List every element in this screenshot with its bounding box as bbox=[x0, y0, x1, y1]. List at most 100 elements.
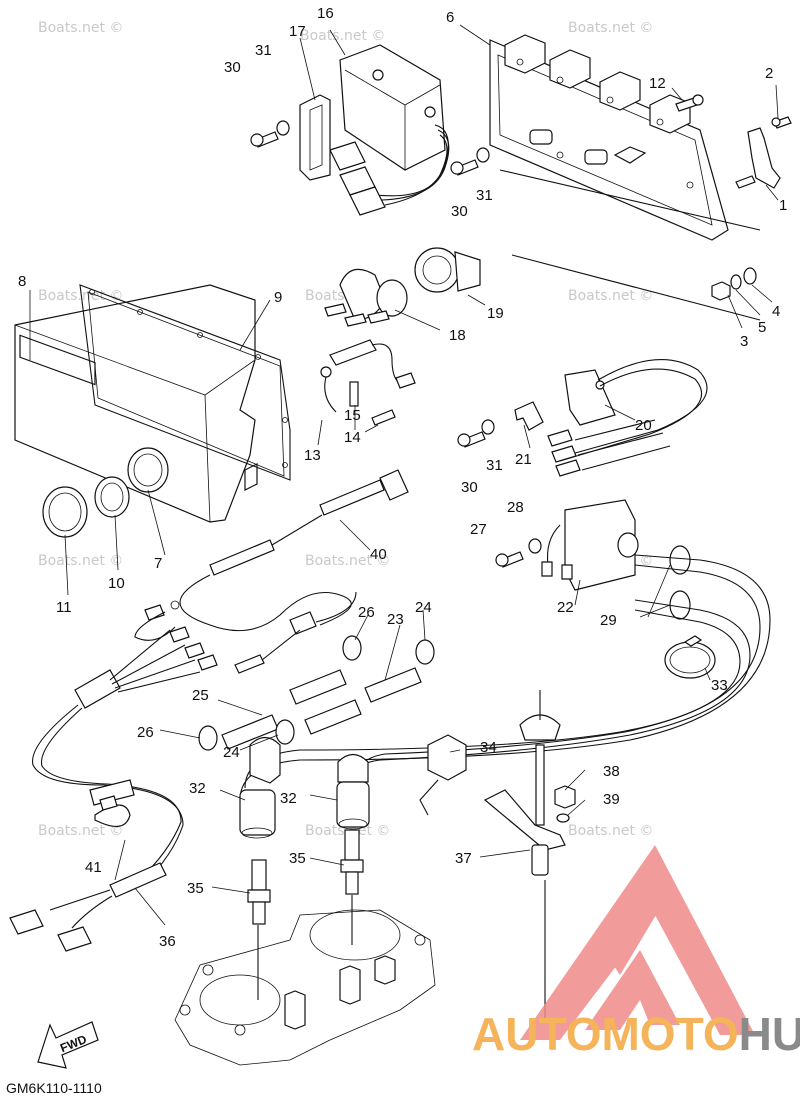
wire-grommet-cable bbox=[234, 591, 357, 674]
ignition-coil-22 bbox=[495, 499, 639, 591]
fuse-13-15 bbox=[320, 339, 416, 413]
callout: 26 bbox=[137, 724, 154, 741]
main-harness bbox=[9, 600, 218, 952]
bolt-30-washer-31-mid bbox=[450, 147, 490, 176]
callout: 8 bbox=[18, 273, 26, 290]
callout: 31 bbox=[486, 457, 503, 474]
callout: 36 bbox=[159, 933, 176, 950]
watermark: Boats.net © bbox=[305, 553, 390, 569]
watermark: Boats.net © bbox=[300, 28, 385, 44]
callout: 30 bbox=[224, 59, 241, 76]
automotohub-logo bbox=[520, 845, 755, 1040]
high-tension-leads bbox=[239, 554, 771, 806]
callout: 10 bbox=[108, 575, 125, 592]
callout: 17 bbox=[289, 23, 306, 40]
callout: 19 bbox=[487, 305, 504, 322]
callout: 12 bbox=[649, 75, 666, 92]
callout: 32 bbox=[280, 790, 297, 807]
grommets-29 bbox=[669, 545, 691, 620]
callout: 35 bbox=[289, 850, 306, 867]
clamp-33 bbox=[664, 635, 716, 679]
gasket-9 bbox=[79, 284, 291, 481]
watermark: Boats.net © bbox=[568, 20, 653, 36]
callout: 33 bbox=[711, 677, 728, 694]
diagram-code: GM6K110-1110 bbox=[6, 1080, 102, 1096]
callout: 4 bbox=[772, 303, 780, 320]
callout: 9 bbox=[274, 289, 282, 306]
hoses-23-25 bbox=[221, 667, 422, 750]
cylinder-head bbox=[174, 895, 436, 1066]
callout: 6 bbox=[446, 9, 454, 26]
screw-38-washer-39 bbox=[554, 785, 576, 823]
callout: 40 bbox=[370, 546, 387, 563]
bracket-21 bbox=[514, 401, 544, 431]
wire-lead-40 bbox=[179, 469, 409, 632]
callout: 21 bbox=[515, 451, 532, 468]
watermark: Boats.net © bbox=[568, 288, 653, 304]
callout: 14 bbox=[344, 429, 361, 446]
callout: 31 bbox=[255, 42, 272, 59]
nut-washers-3-4-5 bbox=[711, 267, 757, 301]
fuse-holder-19 bbox=[414, 247, 481, 293]
callout: 32 bbox=[189, 780, 206, 797]
bolt-30-washer-31-lower bbox=[457, 419, 495, 448]
callout: 13 bbox=[304, 447, 321, 464]
brand-part2: HUB bbox=[739, 1008, 800, 1060]
cap-11-oring-10 bbox=[42, 476, 130, 538]
callout: 11 bbox=[56, 599, 72, 616]
callout: 34 bbox=[480, 739, 497, 756]
spark-plug-35-left bbox=[247, 859, 271, 925]
callout: 25 bbox=[192, 687, 209, 704]
bolt-30-washer-31-top bbox=[250, 120, 290, 148]
rubber-holder-17 bbox=[299, 94, 331, 181]
plug-cap-32-left bbox=[239, 736, 281, 839]
callout: 5 bbox=[758, 319, 766, 336]
automotohub-wordmark: AUTOMOTO HUB bbox=[472, 1008, 800, 1060]
electrical-box-8 bbox=[14, 284, 258, 523]
bracket-20 bbox=[559, 359, 708, 462]
clamp-41 bbox=[94, 795, 131, 827]
callout: 28 bbox=[507, 499, 524, 516]
callout: 2 bbox=[765, 65, 773, 82]
callout: 24 bbox=[223, 744, 240, 761]
electrical-box-cover bbox=[489, 34, 761, 321]
callout: 15 bbox=[344, 407, 361, 424]
cdi-unit-16 bbox=[329, 44, 450, 216]
temp-sensor-bracket-37 bbox=[483, 690, 566, 1020]
callout: 20 bbox=[635, 417, 652, 434]
callout: 35 bbox=[187, 880, 204, 897]
watermark: Boats.net © bbox=[38, 553, 123, 569]
watermark: Boats.net © bbox=[38, 288, 123, 304]
callout: 31 bbox=[476, 187, 493, 204]
bracket-1 bbox=[735, 116, 792, 189]
callout: 27 bbox=[470, 521, 487, 538]
callout: 30 bbox=[451, 203, 468, 220]
spark-plug-35-right bbox=[340, 829, 364, 895]
plug-cap-32-right bbox=[336, 753, 370, 830]
callout: 29 bbox=[600, 612, 617, 629]
callout: 41 bbox=[85, 859, 102, 876]
callout: 22 bbox=[557, 599, 574, 616]
callouts: 16 17 31 30 6 12 2 1 31 30 8 9 19 18 4 5… bbox=[18, 5, 787, 950]
callout: 38 bbox=[603, 763, 620, 780]
callout: 18 bbox=[449, 327, 466, 344]
brand-part1: AUTOMOTO bbox=[472, 1008, 739, 1060]
watermark: Boats.net © bbox=[568, 823, 653, 839]
leader-lines bbox=[29, 24, 779, 926]
fuse-14 bbox=[371, 409, 396, 426]
callout: 3 bbox=[740, 333, 748, 350]
clamps-24-26 bbox=[198, 635, 435, 751]
fwd-arrow-icon: FWD bbox=[37, 1021, 99, 1069]
watermark: Boats.net © bbox=[38, 20, 123, 36]
callout: 1 bbox=[779, 197, 787, 214]
logo-triangle-icon bbox=[520, 845, 755, 1040]
screw-12 bbox=[675, 94, 704, 112]
callout: 30 bbox=[461, 479, 478, 496]
callout: 26 bbox=[358, 604, 375, 621]
callout: 39 bbox=[603, 791, 620, 808]
callout: 24 bbox=[415, 599, 432, 616]
terminals-20 bbox=[547, 419, 671, 477]
watermark: Boats.net © bbox=[38, 823, 123, 839]
callout: 37 bbox=[455, 850, 472, 867]
